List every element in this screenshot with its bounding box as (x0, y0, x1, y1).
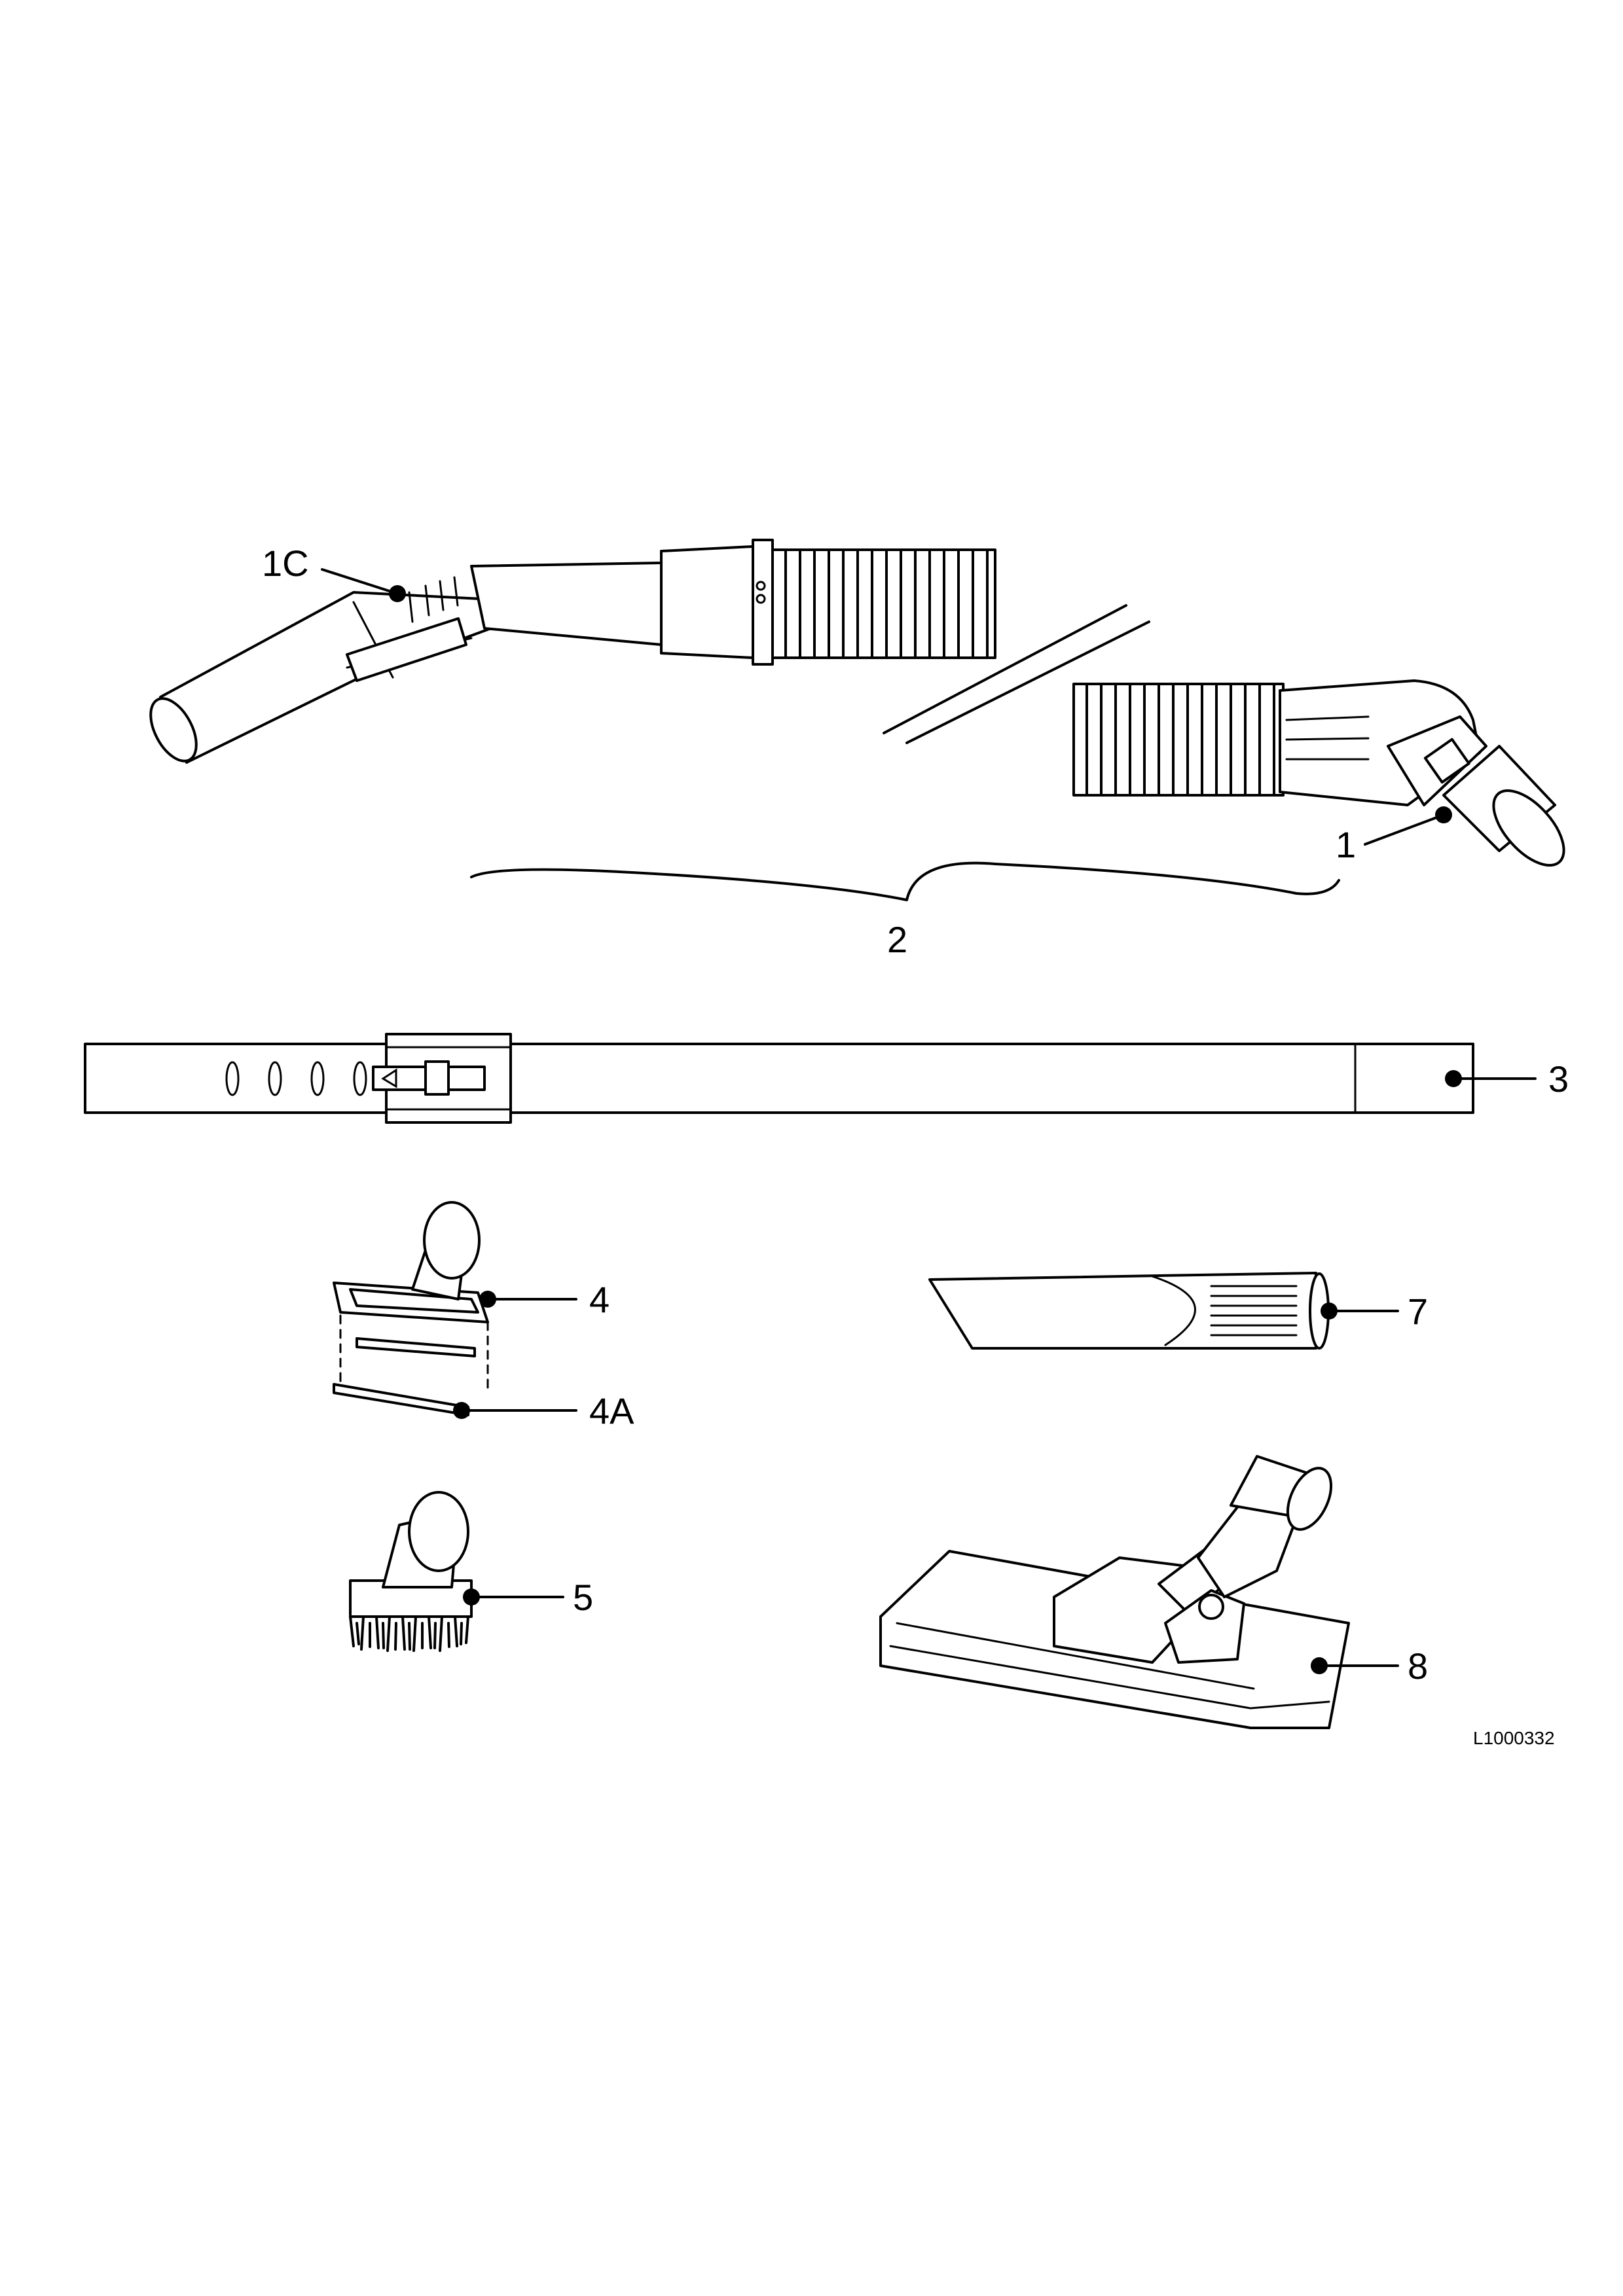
hose-break-marks (883, 604, 1150, 744)
label-5: 5 (573, 1577, 593, 1618)
label-1: 1 (1336, 824, 1356, 865)
label-1c: 1C (262, 543, 309, 584)
crevice-tool: 7 (928, 1272, 1428, 1350)
hose-connector: 1 (1072, 679, 1565, 867)
telescopic-tube: 3 (84, 1033, 1569, 1124)
hose-corrugation-right (1072, 683, 1285, 797)
label-4a: 4A (589, 1390, 634, 1431)
upholstery-nozzle: 4 4A (333, 1201, 634, 1431)
hose-assembly-brace: 2 (470, 861, 1340, 960)
dusting-brush: 5 (349, 1491, 593, 1652)
label-4: 4 (589, 1279, 610, 1320)
hose-handle: 1C (149, 539, 996, 764)
label-7: 7 (1408, 1291, 1428, 1332)
label-8: 8 (1408, 1645, 1428, 1687)
label-2: 2 (887, 919, 907, 960)
drawing-code: L1000332 (1473, 1728, 1555, 1748)
floor-nozzle: 8 (879, 1455, 1428, 1729)
hose-corrugation-left (771, 548, 996, 659)
label-3: 3 (1548, 1058, 1569, 1100)
